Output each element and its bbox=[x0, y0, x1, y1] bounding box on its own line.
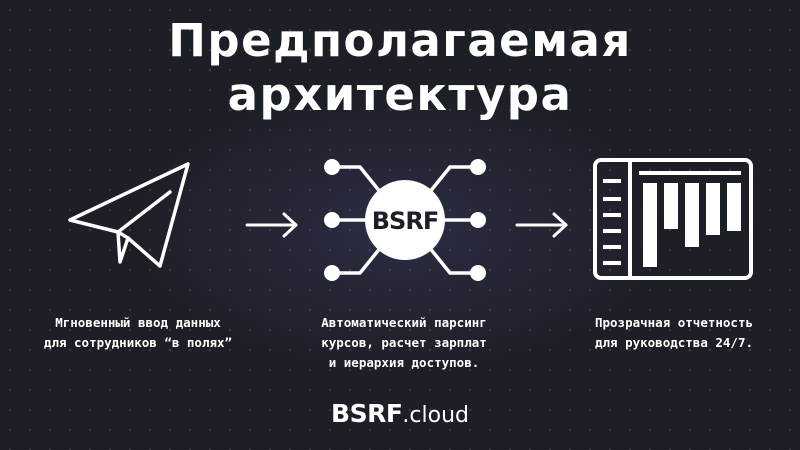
step-caption-input: Мгновенный ввод данных для сотрудников “… bbox=[43, 315, 233, 350]
arrow-right-icon bbox=[245, 212, 298, 238]
brand-domain: .cloud bbox=[402, 403, 469, 428]
step-caption-reporting: Прозрачная отчетность для руководства 24… bbox=[594, 315, 754, 350]
arrow-right-icon bbox=[515, 212, 568, 238]
telegram-icon bbox=[68, 162, 190, 268]
page-title: Предполагаемая архитектура bbox=[168, 14, 632, 121]
bsrf-hub-icon: BSRF bbox=[324, 159, 486, 281]
bsrf-badge-label: BSRF bbox=[372, 207, 438, 235]
step-caption-processing: Автоматический парсинг курсов, расчет за… bbox=[321, 315, 487, 370]
brand-name: BSRF bbox=[331, 399, 403, 428]
dashboard-icon bbox=[593, 158, 753, 280]
brand-logo: BSRF.cloud bbox=[0, 398, 800, 432]
bsrf-badge-circle bbox=[365, 180, 445, 260]
